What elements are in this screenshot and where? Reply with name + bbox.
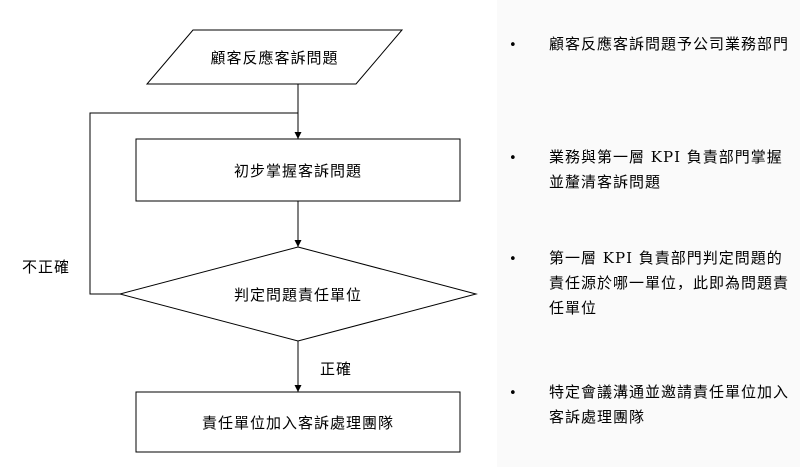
note-text: 特定會議溝通並邀請責任單位加入客訴處理團隊: [549, 383, 790, 426]
bullet-icon: •: [509, 38, 517, 53]
input-parallelogram: [145, 29, 404, 85]
input-label: 顧客反應客訴問題: [210, 48, 339, 67]
process-box-grasp: [135, 138, 461, 202]
notes-panel: • 顧客反應客訴問題予公司業務部門 • 業務與第一層 KPI 負責部門掌握並釐清…: [497, 0, 800, 467]
incorrect-edge-label: 不正確: [22, 258, 71, 276]
note-text: 業務與第一層 KPI 負責部門掌握並釐清客訴問題: [549, 148, 783, 191]
correct-edge-label: 正確: [320, 360, 353, 378]
feedback-loop-line: [89, 112, 298, 295]
decision-label: 判定問題責任單位: [233, 285, 362, 304]
bullet-icon: •: [509, 252, 517, 267]
grasp-label: 初步掌握客訴問題: [233, 161, 362, 180]
bullet-icon: •: [509, 151, 517, 166]
note-text: 第一層 KPI 負責部門判定問題的責任源於哪一單位，此即為問題責任單位: [549, 249, 790, 317]
join-team-label: 責任單位加入客訴處理團隊: [201, 413, 394, 432]
note-text: 顧客反應客訴問題予公司業務部門: [549, 35, 790, 53]
bullet-icon: •: [509, 386, 517, 401]
